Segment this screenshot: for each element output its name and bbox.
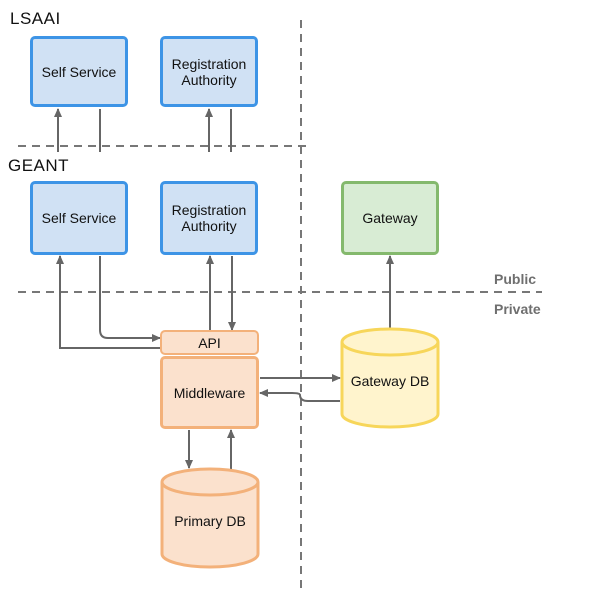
section-label-geant: GEANT xyxy=(8,156,70,175)
primary-db-cylinder xyxy=(160,467,260,569)
lsaai-self-service-node[interactable]: Self Service xyxy=(30,36,128,107)
geant-self-service-node[interactable]: Self Service xyxy=(30,181,128,255)
primary-db-label: Primary DB xyxy=(174,513,246,529)
geant-registration-authority-node[interactable]: Registration Authority xyxy=(160,181,258,255)
gateway-db-label: Gateway DB xyxy=(350,373,430,389)
arrow-self-service-to-api xyxy=(99,256,161,342)
lsaai-registration-authority-node[interactable]: Registration Authority xyxy=(160,36,258,107)
api-node[interactable]: API xyxy=(160,330,259,355)
zone-label-public: Public xyxy=(494,271,537,287)
arrow-api-to-self-service xyxy=(56,255,160,349)
zone-label-private: Private xyxy=(494,301,541,317)
arrow-gateway-db-to-middleware xyxy=(259,389,340,402)
gateway-db-cylinder xyxy=(340,327,440,429)
section-label-lsaai: LSAAI xyxy=(10,9,61,28)
middleware-node[interactable]: Middleware xyxy=(160,356,259,429)
gateway-node[interactable]: Gateway xyxy=(341,181,439,255)
